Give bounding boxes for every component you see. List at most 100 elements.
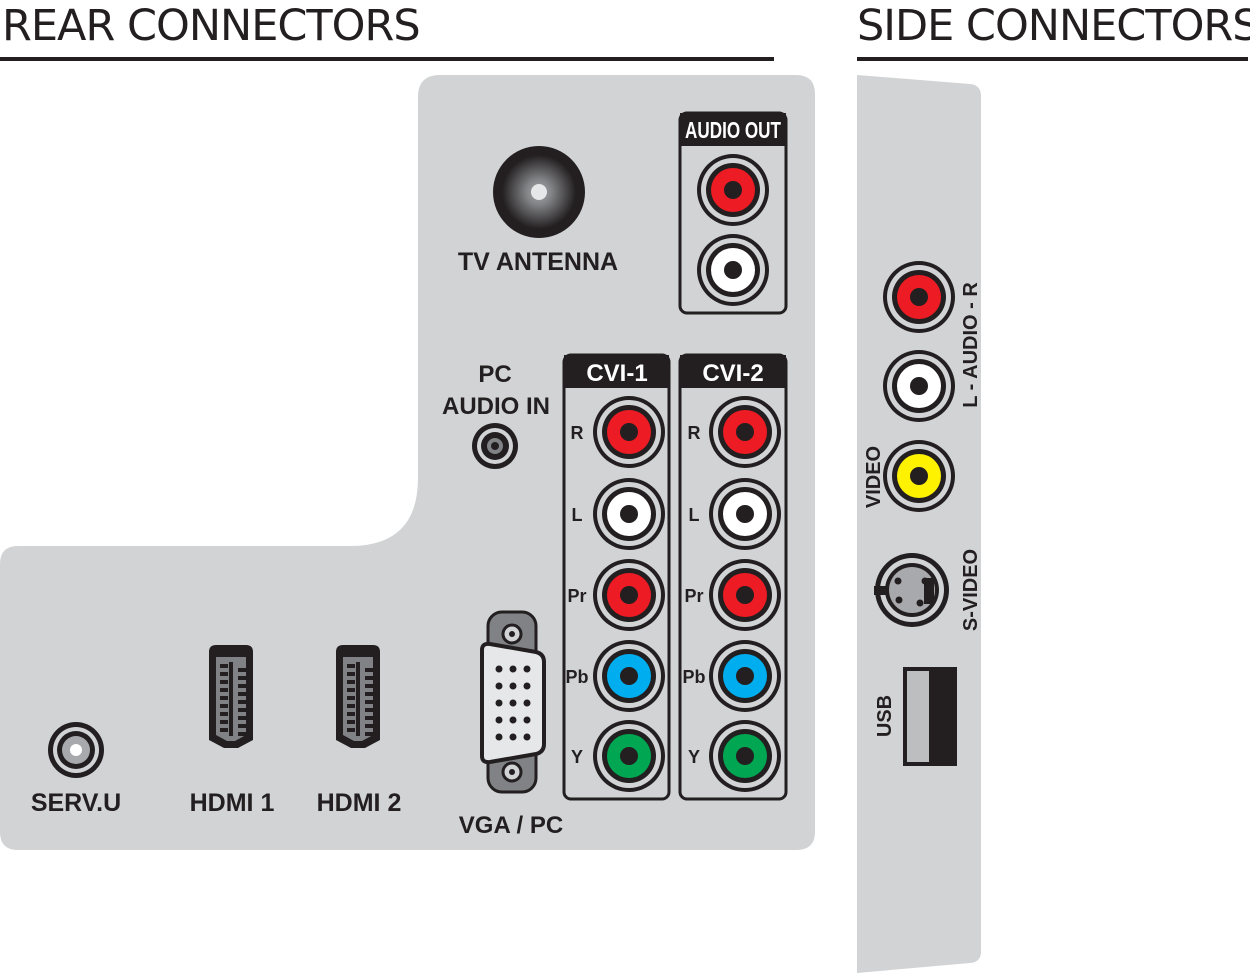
hdmi-1-port[interactable] bbox=[209, 645, 253, 748]
cvi1-jack-pb[interactable] bbox=[593, 640, 665, 712]
hdmi-pin bbox=[220, 704, 228, 708]
hdmi-2-port[interactable] bbox=[336, 645, 380, 748]
hdmi-pin bbox=[347, 680, 355, 684]
cvi2-label-l: L bbox=[689, 505, 700, 525]
hdmi-pin bbox=[238, 668, 246, 672]
hdmi-pin bbox=[220, 680, 228, 684]
hdmi-pin bbox=[347, 704, 355, 708]
hdmi-pin bbox=[365, 724, 373, 728]
cvi1-label-r: R bbox=[571, 423, 584, 443]
side-heading-rule bbox=[857, 57, 1248, 61]
vga-pin bbox=[495, 716, 503, 724]
vga-pin bbox=[509, 733, 517, 741]
hdmi-pin bbox=[238, 684, 246, 688]
hdmi-pin bbox=[365, 676, 373, 680]
cvi2-label-r: R bbox=[688, 423, 701, 443]
hdmi-pin bbox=[365, 708, 373, 712]
cvi1-jack-y[interactable] bbox=[593, 720, 665, 792]
cvi1-jack-l[interactable] bbox=[593, 478, 665, 550]
usb-label: USB bbox=[874, 695, 896, 737]
hdmi-pin bbox=[365, 732, 373, 736]
cvi2-jack-pb[interactable] bbox=[709, 640, 781, 712]
hdmi-2-label: HDMI 2 bbox=[317, 789, 402, 817]
hdmi-pin bbox=[238, 676, 246, 680]
serv-u-connector[interactable] bbox=[48, 722, 104, 778]
tv-antenna-label: TV ANTENNA bbox=[458, 248, 618, 276]
hdmi-pin bbox=[220, 696, 228, 700]
hdmi-pin bbox=[220, 712, 228, 716]
cvi-1-title: CVI-1 bbox=[586, 360, 647, 387]
cvi-2-title: CVI-2 bbox=[702, 360, 763, 387]
hdmi-pin bbox=[347, 664, 355, 668]
audio-out-title: AUDIO OUT bbox=[685, 117, 781, 143]
hdmi-pin bbox=[347, 672, 355, 676]
serv-u-label: SERV.U bbox=[31, 789, 121, 817]
cvi-1-group: CVI-1 bbox=[562, 353, 671, 801]
hdmi-pin bbox=[238, 716, 246, 720]
side-connectors-heading: SIDE CONNECTORS bbox=[857, 1, 1250, 51]
hdmi-pin bbox=[347, 696, 355, 700]
hdmi-pin bbox=[238, 692, 246, 696]
cvi2-label-y: Y bbox=[688, 747, 700, 767]
audio-out-jack-r[interactable] bbox=[697, 154, 769, 226]
vga-pin bbox=[495, 699, 503, 707]
hdmi-pin bbox=[220, 664, 228, 668]
audio-out-jack-l[interactable] bbox=[697, 234, 769, 306]
hdmi-pin bbox=[220, 688, 228, 692]
cvi1-label-pb: Pb bbox=[565, 667, 588, 687]
vga-pin bbox=[495, 682, 503, 690]
vga-pin bbox=[495, 733, 503, 741]
cvi1-label-pr: Pr bbox=[567, 586, 586, 606]
side-audio-label: L - AUDIO - R bbox=[960, 282, 982, 408]
pc-audio-in-label-line2: AUDIO IN bbox=[442, 393, 550, 420]
side-audio-jack-r[interactable] bbox=[883, 261, 955, 333]
rear-panel bbox=[0, 75, 815, 850]
vga-pin bbox=[523, 716, 531, 724]
s-video-port[interactable] bbox=[874, 553, 949, 627]
vga-pin bbox=[509, 716, 517, 724]
vga-pin bbox=[523, 682, 531, 690]
hdmi-pin bbox=[347, 720, 355, 724]
hdmi-pin bbox=[365, 684, 373, 688]
vga-pin bbox=[509, 699, 517, 707]
hdmi-pin bbox=[238, 700, 246, 704]
vga-pin bbox=[523, 665, 531, 673]
cvi2-label-pr: Pr bbox=[684, 586, 703, 606]
rear-connectors-heading: REAR CONNECTORS bbox=[2, 1, 421, 51]
vga-pc-label: VGA / PC bbox=[459, 812, 563, 839]
hdmi-pin bbox=[220, 720, 228, 724]
cvi-2-group: CVI-2 bbox=[678, 353, 788, 801]
rear-heading-rule bbox=[0, 57, 774, 61]
vga-pin bbox=[509, 665, 517, 673]
hdmi-pin bbox=[220, 728, 228, 732]
hdmi-1-label: HDMI 1 bbox=[190, 789, 275, 817]
hdmi-pin bbox=[347, 688, 355, 692]
cvi2-jack-pr[interactable] bbox=[709, 559, 781, 631]
s-video-label: S-VIDEO bbox=[960, 549, 982, 631]
pc-audio-in-jack[interactable] bbox=[472, 423, 518, 469]
cvi2-jack-r[interactable] bbox=[709, 396, 781, 468]
side-audio-jack-l[interactable] bbox=[883, 350, 955, 422]
cvi2-label-pb: Pb bbox=[682, 667, 705, 687]
hdmi-pin bbox=[347, 728, 355, 732]
tv-antenna-connector[interactable] bbox=[493, 146, 585, 238]
hdmi-pin bbox=[347, 712, 355, 716]
hdmi-pin bbox=[238, 724, 246, 728]
pc-audio-in-label-line1: PC bbox=[478, 361, 511, 388]
side-video-jack[interactable] bbox=[883, 440, 955, 512]
hdmi-pin bbox=[365, 692, 373, 696]
cvi2-jack-y[interactable] bbox=[709, 720, 781, 792]
hdmi-pin bbox=[238, 732, 246, 736]
cvi1-jack-pr[interactable] bbox=[593, 559, 665, 631]
vga-pin bbox=[495, 665, 503, 673]
usb-port[interactable] bbox=[903, 667, 957, 766]
hdmi-pin bbox=[365, 668, 373, 672]
vga-pin bbox=[509, 682, 517, 690]
cvi1-jack-r[interactable] bbox=[593, 396, 665, 468]
side-video-label: VIDEO bbox=[863, 446, 885, 508]
hdmi-pin bbox=[365, 700, 373, 704]
cvi2-jack-l[interactable] bbox=[709, 478, 781, 550]
hdmi-pin bbox=[365, 716, 373, 720]
vga-pin bbox=[523, 699, 531, 707]
cvi1-label-y: Y bbox=[571, 747, 583, 767]
